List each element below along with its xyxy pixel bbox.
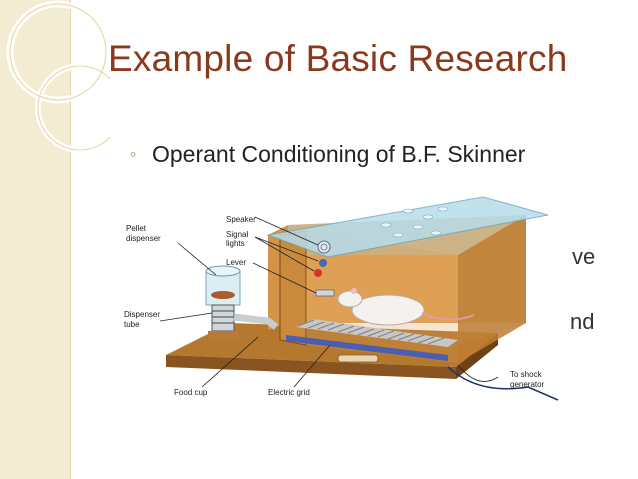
- label-food-cup: Food cup: [174, 388, 208, 397]
- sidebar-band: [0, 0, 71, 479]
- bullet-marker-icon: ◦: [130, 144, 137, 164]
- label-dispenser-tube: Dispenser: [124, 310, 160, 319]
- slide-title: Example of Basic Research: [108, 38, 568, 79]
- label-lever: Lever: [226, 258, 246, 267]
- label-signal-lights: Signal: [226, 230, 248, 239]
- clipped-text-fragment: ve: [572, 244, 596, 269]
- label-electric-grid: Electric grid: [268, 388, 310, 397]
- label-signal-lights: lights: [226, 239, 245, 248]
- label-pellet-dispenser: dispenser: [126, 234, 161, 243]
- skinner-box-illustration: Pellet dispenser Speaker Signal lights L…: [124, 196, 558, 401]
- label-shock-generator: generator: [510, 380, 545, 389]
- label-dispenser-tube: tube: [124, 320, 140, 329]
- label-speaker: Speaker: [226, 215, 256, 224]
- label-shock-generator: To shock: [510, 370, 543, 379]
- decorative-circles: [6, 0, 110, 153]
- clipped-text-fragment: nd: [570, 309, 595, 334]
- bullet-text: Operant Conditioning of B.F. Skinner: [152, 141, 526, 167]
- label-pellet-dispenser: Pellet: [126, 224, 147, 233]
